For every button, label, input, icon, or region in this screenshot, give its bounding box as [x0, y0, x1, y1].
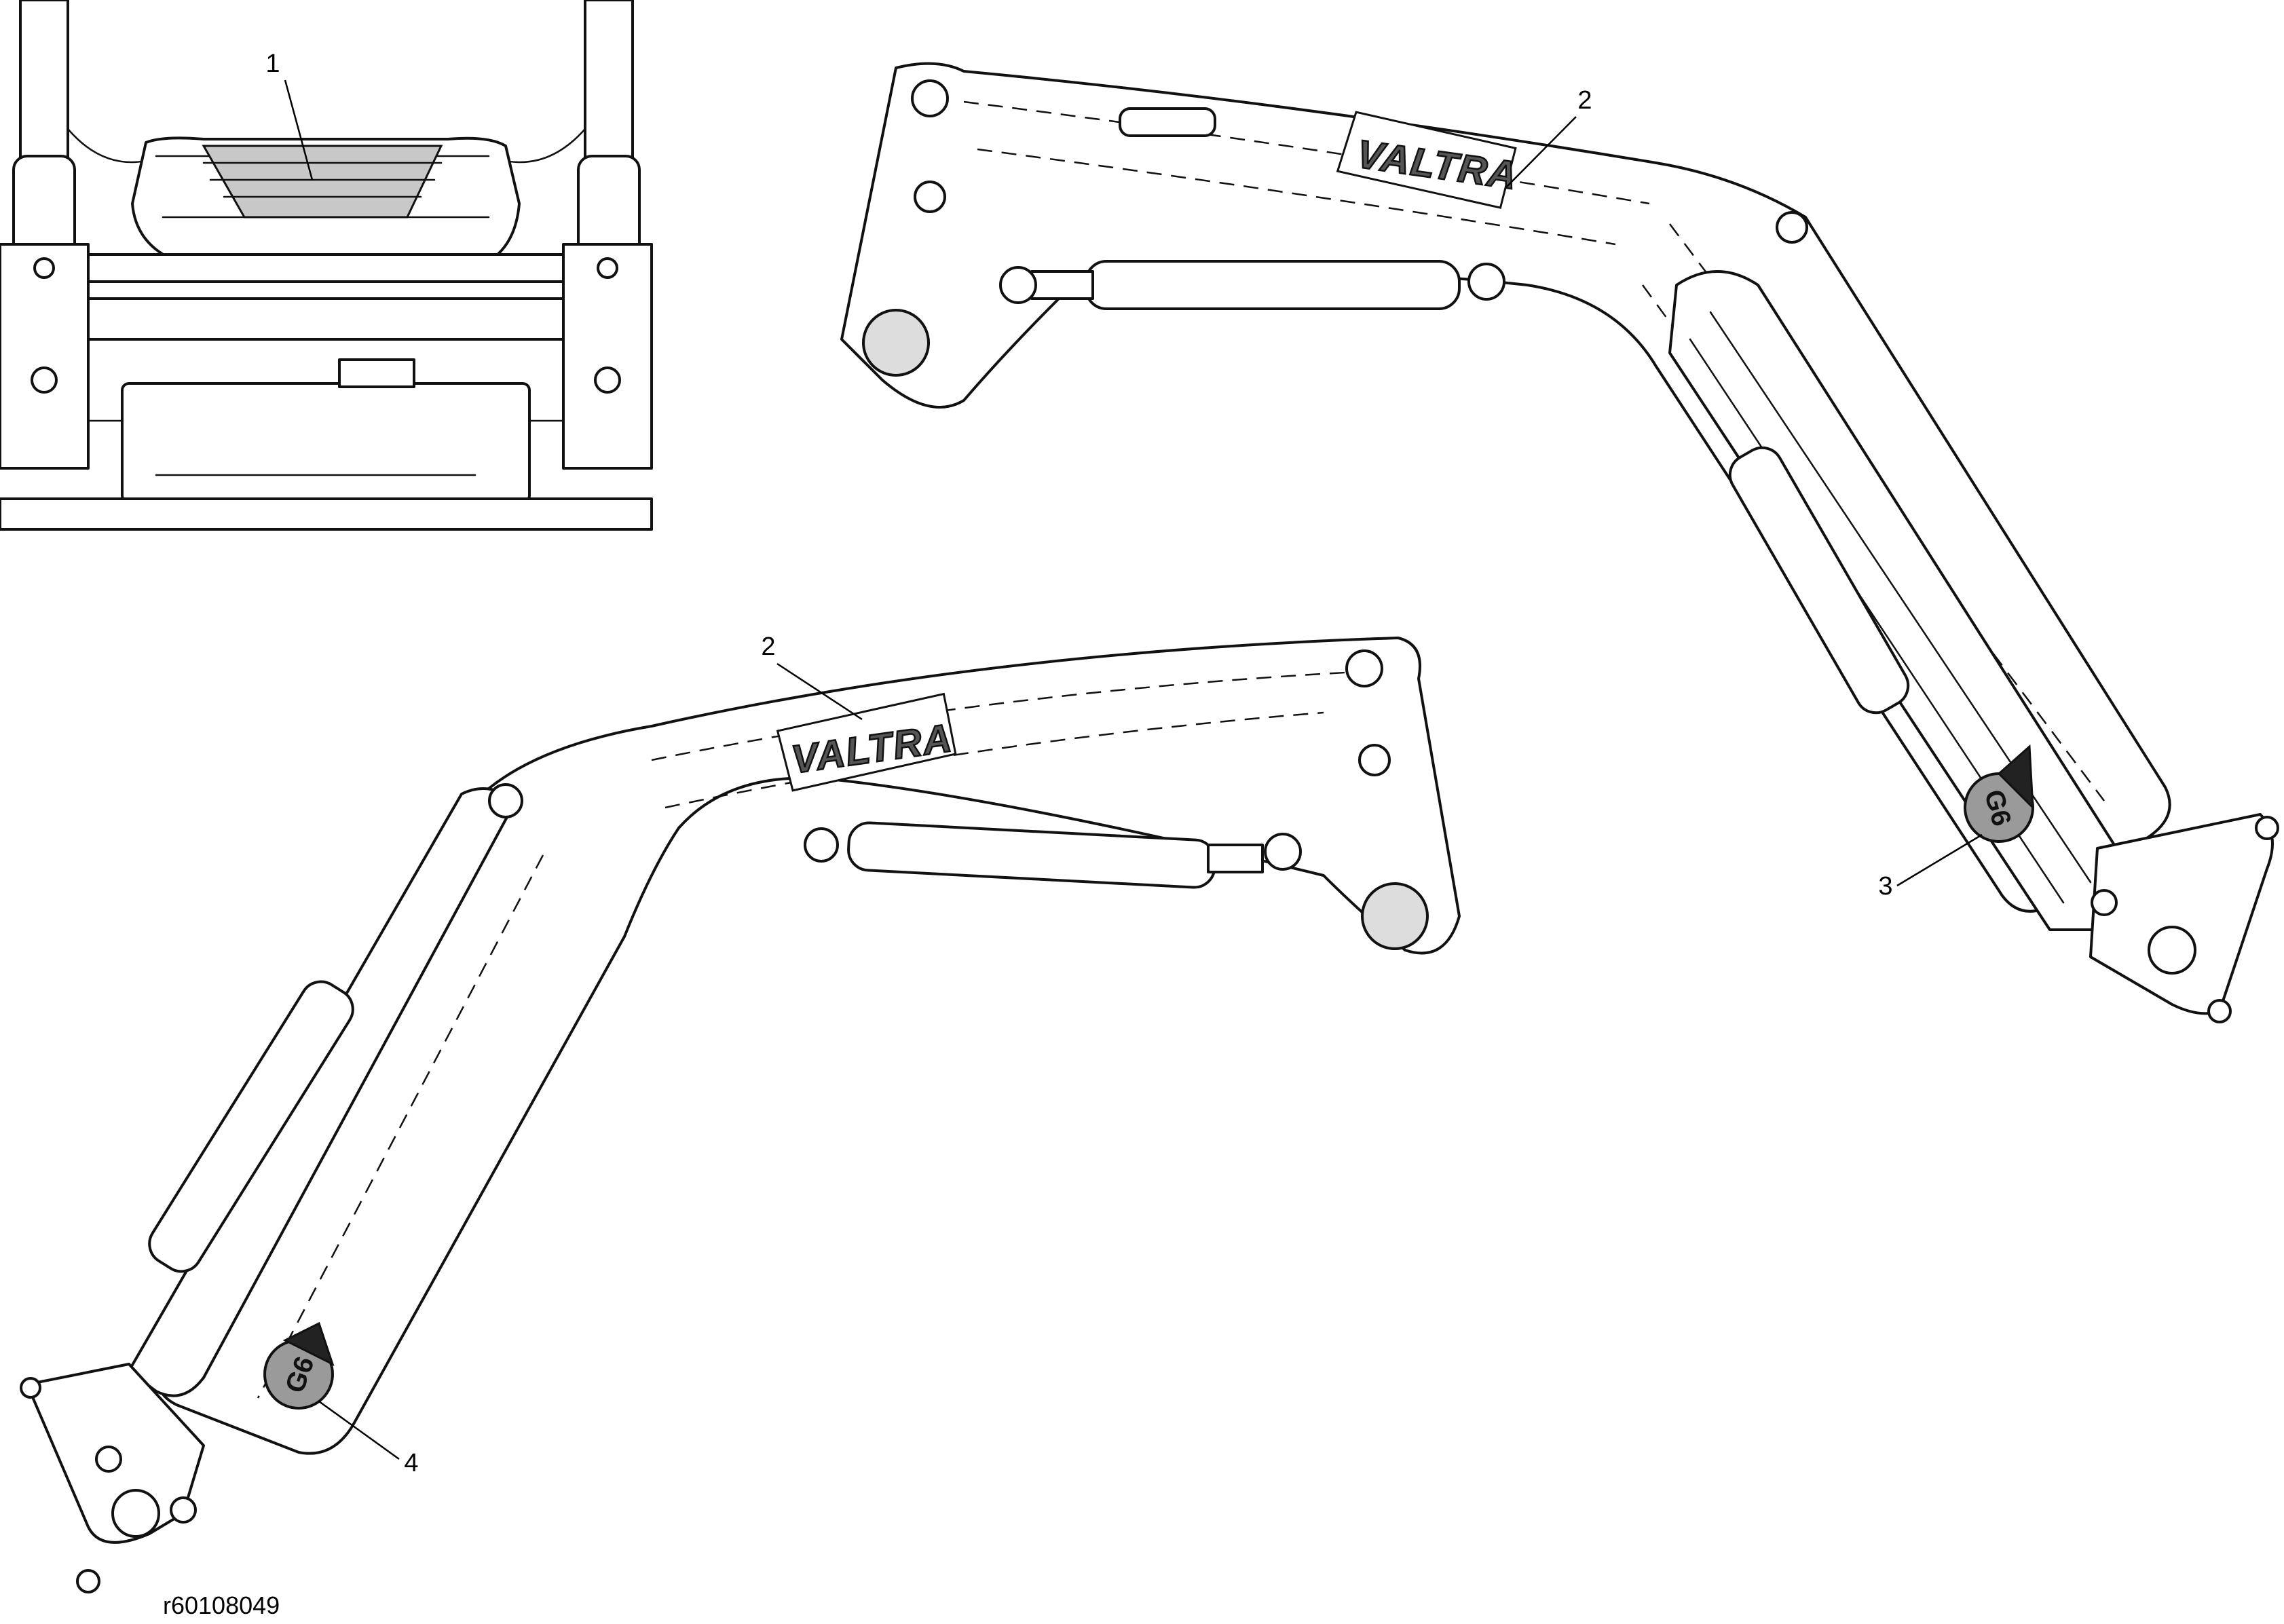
middle-crossbeam: [0, 297, 653, 341]
right-bracket: [562, 243, 653, 470]
tilt-cylinder-lower: [148, 980, 354, 1273]
callout-1-leader: [284, 79, 314, 181]
callouts: 1 2 2 3 4: [265, 50, 1983, 1477]
grille: [202, 145, 443, 219]
right-sleeve: [577, 155, 641, 259]
callout-2a-leader: [1506, 116, 1577, 187]
base-plate: [0, 497, 653, 531]
left-sleeve: [12, 155, 76, 259]
right-post: [584, 0, 634, 171]
drawing-reference: r60108049: [163, 1591, 280, 1619]
callout-4-leader: [318, 1400, 400, 1460]
loader-arm-left: G6 VALTRA: [20, 637, 1461, 1593]
callout-2b-leader: [776, 662, 863, 721]
top-plate: [338, 358, 415, 388]
callout-3-leader: [1896, 833, 1983, 887]
callout-4-label: 4: [404, 1449, 418, 1477]
quick-coupler-knob-upper: [862, 309, 930, 377]
left-bracket: [0, 243, 90, 470]
g6-badge-upper: G6: [1964, 744, 2034, 843]
front-view-frame: [0, 0, 653, 531]
link-arm: [1668, 270, 2141, 931]
callout-1-label: 1: [265, 50, 280, 78]
lift-cylinder: [1085, 260, 1461, 310]
callout-2b-label: 2: [761, 632, 775, 661]
lift-cylinder-rod: [1030, 270, 1094, 300]
link-arm-lower: [128, 787, 517, 1397]
valtra-decal-upper: VALTRA: [1336, 111, 1522, 209]
g6-badge-lower: G6: [263, 1321, 335, 1410]
tool-carrier-upper: [2089, 813, 2274, 1015]
left-post: [19, 0, 69, 171]
upper-crossbeam: [0, 253, 653, 283]
lift-cylinder-rod-lower: [1207, 844, 1264, 873]
tilt-cylinder: [1728, 446, 1910, 715]
loader-arm-right: G6 VALTRA: [840, 62, 2279, 1023]
callout-3-label: 3: [1878, 872, 1892, 901]
callout-2a-label: 2: [1577, 86, 1592, 115]
lower-housing: [121, 382, 531, 504]
quick-coupler-knob-lower: [1361, 882, 1429, 950]
